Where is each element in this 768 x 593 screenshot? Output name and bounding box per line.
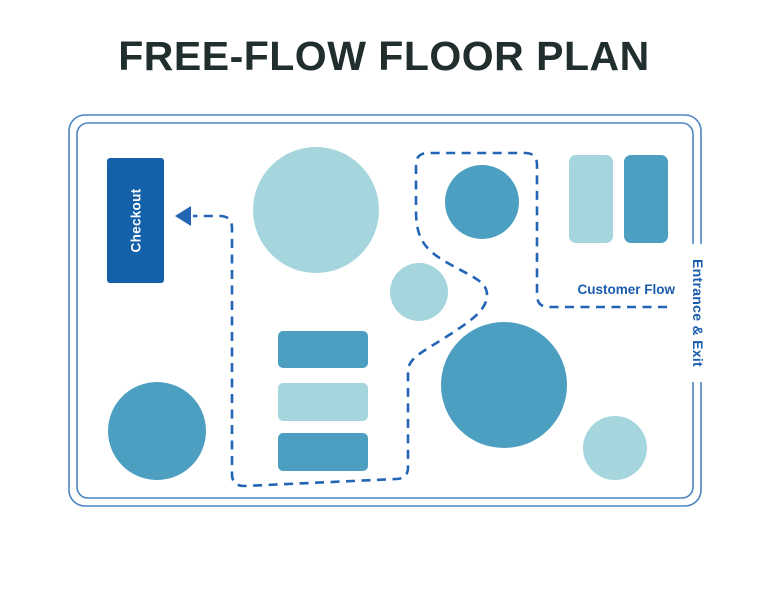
wall-shelf-dark [624,155,668,243]
wall-shelf-light [569,155,613,243]
fixtures [108,147,668,480]
checkout-label-text: Checkout [128,188,144,253]
flow-dashed-line [193,151,667,488]
shelf-row-bottom [278,433,368,471]
display-table-small-center [390,263,448,321]
entrance-exit-label-text: Entrance & Exit [690,259,706,367]
customer-flow-path [175,151,667,488]
store-outline [68,114,708,507]
display-table-large-bottom [441,322,567,448]
shelf-row-top [278,331,368,368]
flow-arrowhead-icon [175,206,191,226]
entrance-opening [684,244,708,382]
display-table-bottom-left [108,382,206,480]
checkout-counter [107,158,164,283]
display-table-large-top [253,147,379,273]
display-table-top-right [445,165,519,239]
display-table-small-bottom-right [583,416,647,480]
shelf-row-middle [278,383,368,421]
entrance-exit-label: Entrance & Exit [682,243,714,383]
customer-flow-label: Customer Flow [577,281,675,297]
checkout-label: Checkout [107,158,164,283]
page-title: FREE-FLOW FLOOR PLAN [118,33,650,79]
